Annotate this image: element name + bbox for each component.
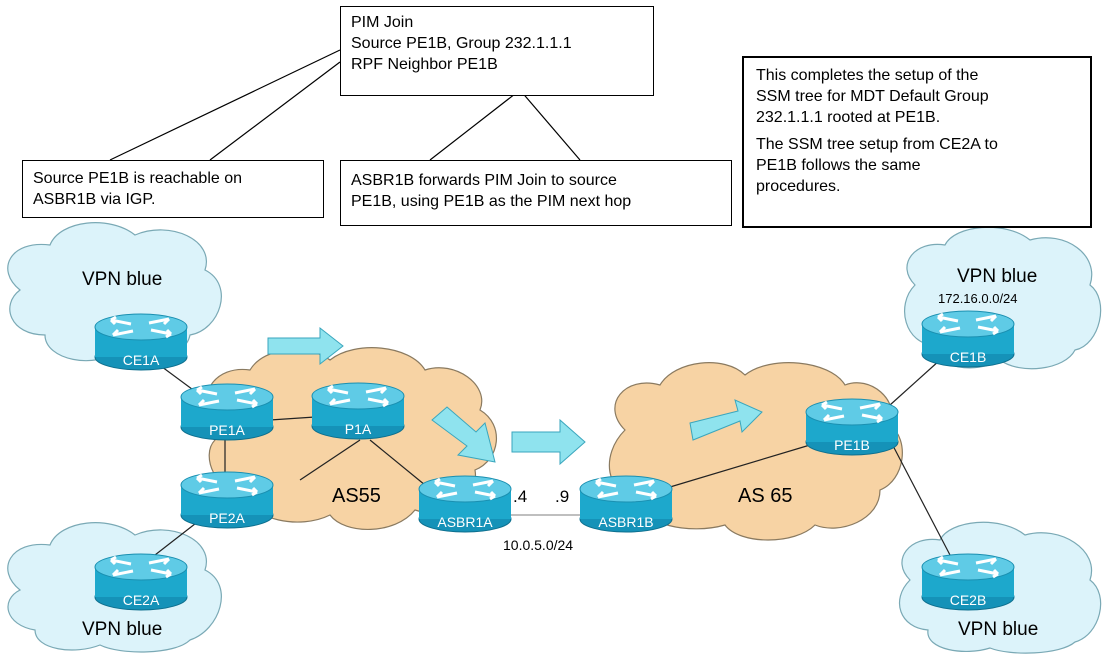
callout-asbr-forwards: ASBR1B forwards PIM Join to source PE1B,… [340, 160, 732, 226]
callout-line: This completes the setup of the [756, 67, 979, 84]
router-ce1a: CE1A [93, 312, 189, 372]
callout-source-reachable: Source PE1B is reachable on ASBR1B via I… [22, 160, 324, 218]
vpn-label-top-right: VPN blue [957, 266, 1037, 287]
as55-label: AS55 [332, 485, 381, 507]
svg-text:PE1B: PE1B [834, 437, 870, 453]
svg-text:CE1A: CE1A [123, 352, 160, 368]
callout-line: SSM tree for MDT Default Group [756, 88, 989, 105]
callout-line: procedures. [756, 178, 841, 195]
vpn-label-bottom-left: VPN blue [82, 619, 162, 640]
arrow-3 [511, 418, 586, 466]
arrow-1 [267, 326, 344, 366]
vpn-label-top-left: VPN blue [82, 269, 162, 290]
callout-line: Source PE1B is reachable on [33, 170, 243, 187]
callout-line: RPF Neighbor PE1B [351, 56, 498, 73]
svg-text:P1A: P1A [345, 421, 372, 437]
callout-line: ASBR1B forwards PIM Join to source [351, 172, 617, 189]
router-ce2b: CE2B [920, 552, 1016, 612]
svg-text:PE1A: PE1A [209, 422, 245, 438]
router-asbr1b: ASBR1B [578, 474, 674, 534]
svg-text:PE2A: PE2A [209, 510, 245, 526]
svg-text:ASBR1B: ASBR1B [598, 514, 653, 530]
vpn-subnet-label: 172.16.0.0/24 [938, 291, 1018, 306]
link-subnet-label: 10.0.5.0/24 [503, 537, 573, 553]
as65-label: AS 65 [738, 485, 792, 507]
vpn-label-bottom-right: VPN blue [958, 619, 1038, 640]
callout-line: The SSM tree setup from CE2A to [756, 136, 998, 153]
arrow-4 [689, 399, 763, 441]
router-ce1b: CE1B [920, 309, 1016, 369]
asbr1b-address-label: .9 [555, 487, 569, 506]
router-pe2a: PE2A [179, 470, 275, 530]
callout-line: PE1B, using PE1B as the PIM next hop [351, 193, 632, 210]
callout-pim-join: PIM Join Source PE1B, Group 232.1.1.1 RP… [340, 6, 654, 96]
svg-text:CE2A: CE2A [123, 592, 160, 608]
callout-completes: This completes the setup of the SSM tree… [742, 56, 1092, 228]
svg-text:ASBR1A: ASBR1A [437, 514, 493, 530]
callout-line: Source PE1B, Group 232.1.1.1 [351, 35, 572, 52]
callout-line: ASBR1B via IGP. [33, 191, 156, 208]
callout-leaders [109, 49, 581, 161]
arrow-2 [431, 406, 496, 463]
router-pe1a: PE1A [179, 382, 275, 442]
callout-line: PIM Join [351, 14, 414, 31]
callout-line: PE1B follows the same [756, 157, 921, 174]
svg-text:CE2B: CE2B [950, 592, 987, 608]
router-p1a: P1A [310, 381, 406, 441]
callout-line: 232.1.1.1 rooted at PE1B. [756, 109, 941, 126]
router-ce2a: CE2A [93, 552, 189, 612]
asbr1a-address-label: .4 [513, 487, 527, 506]
router-pe1b: PE1B [804, 397, 900, 457]
router-asbr1a: ASBR1A [417, 474, 513, 534]
svg-text:CE1B: CE1B [950, 349, 987, 365]
